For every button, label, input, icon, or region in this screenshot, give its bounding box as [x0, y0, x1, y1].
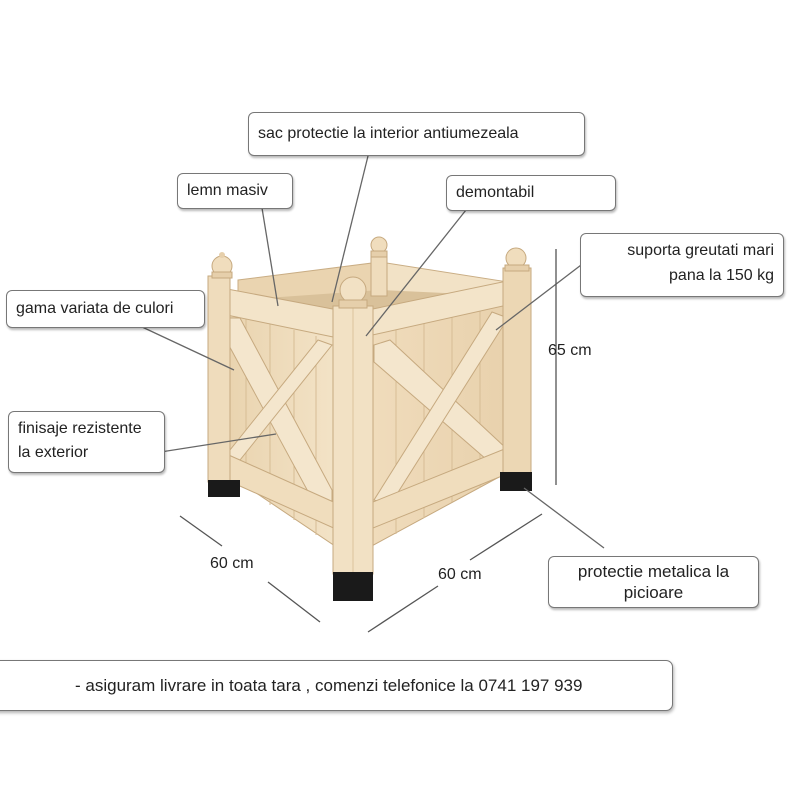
dimension-right-width-label: 60 cm	[438, 566, 482, 583]
planter-left-face	[221, 287, 339, 549]
callout-gama-culori: gama variata de culori	[6, 290, 205, 328]
callout-finisaje: finisaje rezistente la exterior	[8, 411, 165, 473]
delivery-info-text: - asiguram livrare in toata tara , comen…	[75, 676, 583, 695]
callout-protectie-metalica: protectie metalica la picioare	[548, 556, 759, 608]
planter-right-face	[367, 279, 513, 549]
dimension-left-width-label: 60 cm	[210, 555, 254, 572]
callout-gama-text: gama variata de culori	[16, 300, 174, 317]
callout-demontabil: demontabil	[446, 175, 616, 211]
callout-protectie-line1: protectie metalica la	[577, 562, 730, 581]
dimension-lines	[179, 249, 557, 633]
callout-finisaje-line2: la exterior	[18, 444, 89, 461]
dimension-height-label: 65 cm	[548, 342, 592, 359]
callout-suporta-greutati: suporta greutati mari pana la 150 kg	[580, 233, 784, 297]
delivery-info-bar: - asiguram livrare in toata tara , comen…	[0, 660, 673, 711]
planter-finials	[211, 236, 530, 309]
callout-suporta-line1: suporta greutati mari	[627, 242, 774, 259]
callout-protectie-line2: picioare	[623, 583, 684, 602]
callout-demontabil-text: demontabil	[456, 184, 535, 201]
callout-sac-protectie: sac protectie la interior antiumezeala	[248, 112, 585, 156]
callout-sac-protectie-text: sac protectie la interior antiumezeala	[258, 125, 519, 142]
callout-suporta-line2: pana la 150 kg	[669, 267, 774, 284]
callout-lemn-masiv-text: lemn masiv	[187, 182, 268, 199]
callout-lemn-masiv: lemn masiv	[177, 173, 293, 209]
callout-finisaje-line1: finisaje rezistente	[18, 420, 142, 437]
metal-feet	[208, 472, 532, 601]
